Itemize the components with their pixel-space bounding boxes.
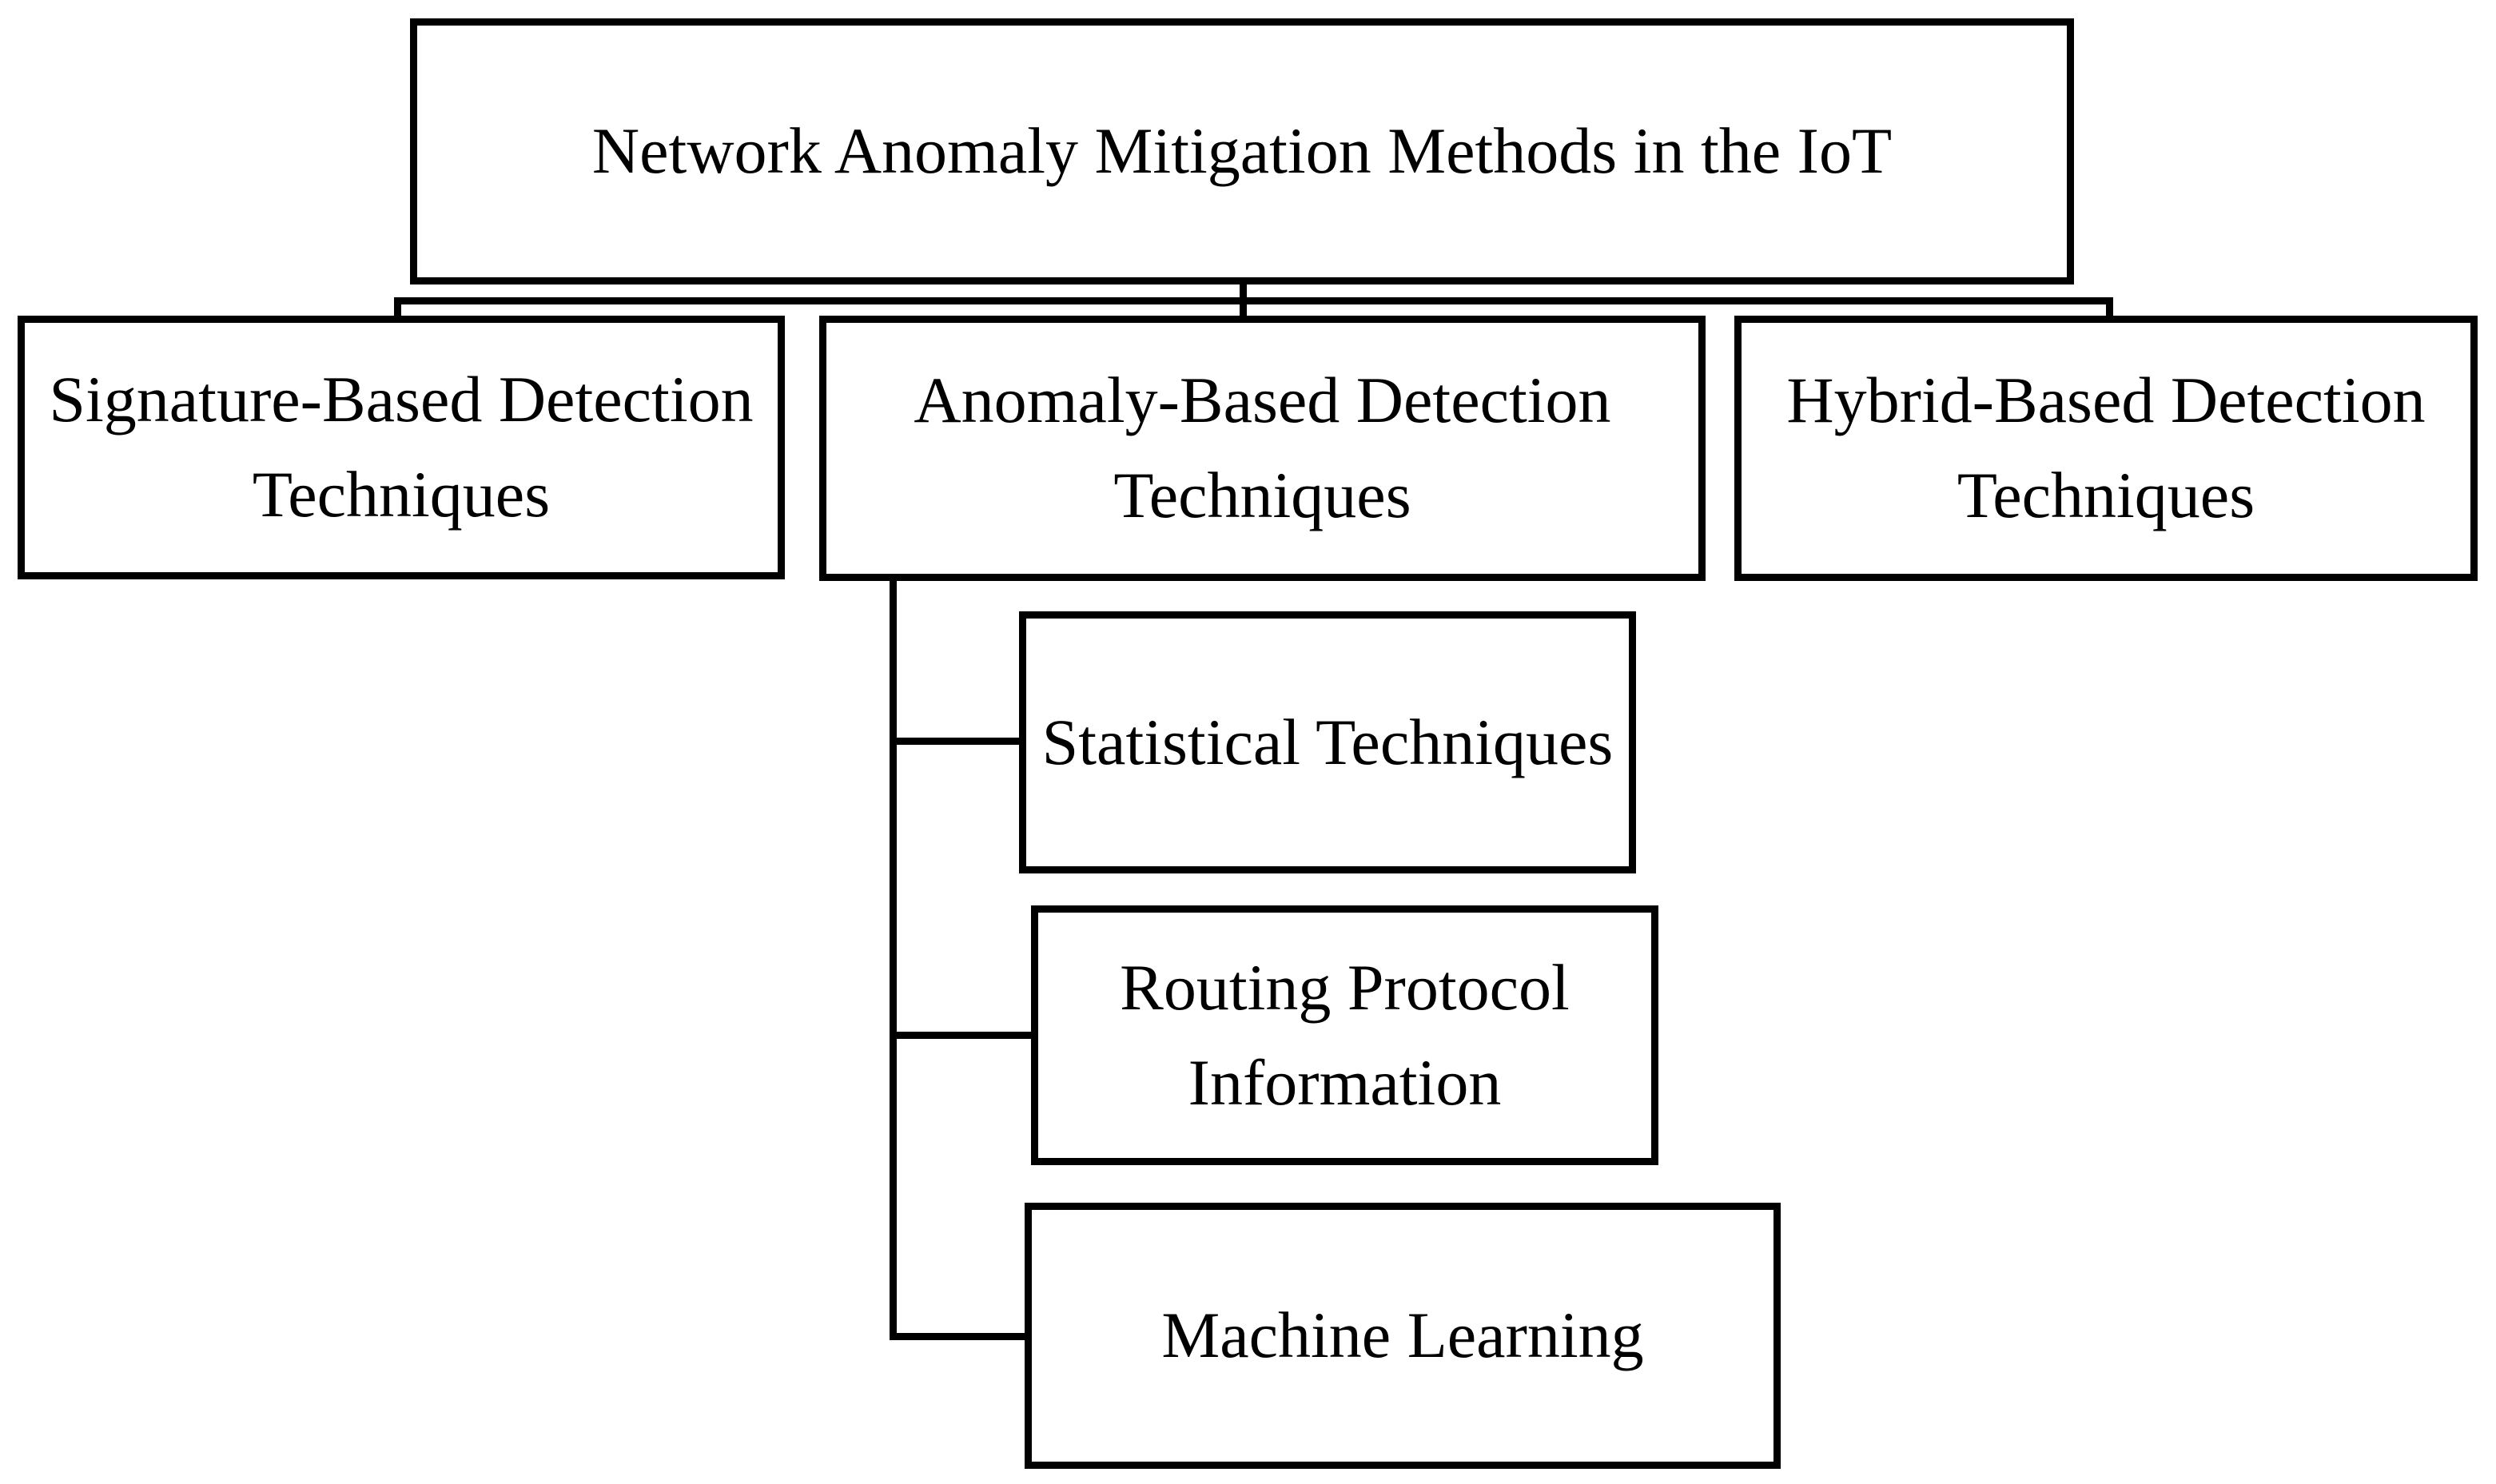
node-root: Network Anomaly Mitigation Methods in th… [410,18,2074,284]
connector-stub-to-statistical [890,738,1022,745]
node-routing-protocol-information-label: Routing Protocol Information [1120,950,1570,1119]
connector-anomaly-trunk [890,575,897,1340]
node-machine-learning: Machine Learning [1025,1203,1781,1469]
node-signature-based: Signature-Based Detection Techniques [18,316,785,579]
node-machine-learning-label: Machine Learning [1161,1299,1644,1372]
node-signature-based-label: Signature-Based Detection Techniques [49,363,754,531]
node-statistical-techniques-label: Statistical Techniques [1041,705,1614,778]
node-hybrid-based-label: Hybrid-Based Detection Techniques [1786,364,2426,531]
node-statistical-techniques: Statistical Techniques [1019,611,1636,873]
connector-stub-to-routing [890,1032,1034,1039]
node-anomaly-based-label: Anomaly-Based Detection Techniques [914,364,1611,531]
node-hybrid-based: Hybrid-Based Detection Techniques [1734,316,2478,581]
node-root-label: Network Anomaly Mitigation Methods in th… [591,114,1893,188]
node-anomaly-based: Anomaly-Based Detection Techniques [819,316,1706,581]
connector-stub-to-machine [890,1333,1028,1340]
connector-drop-to-signature [394,297,401,319]
node-routing-protocol-information: Routing Protocol Information [1031,905,1658,1165]
connector-distribution-bar [394,297,2113,304]
connector-drop-to-hybrid [2106,297,2113,319]
